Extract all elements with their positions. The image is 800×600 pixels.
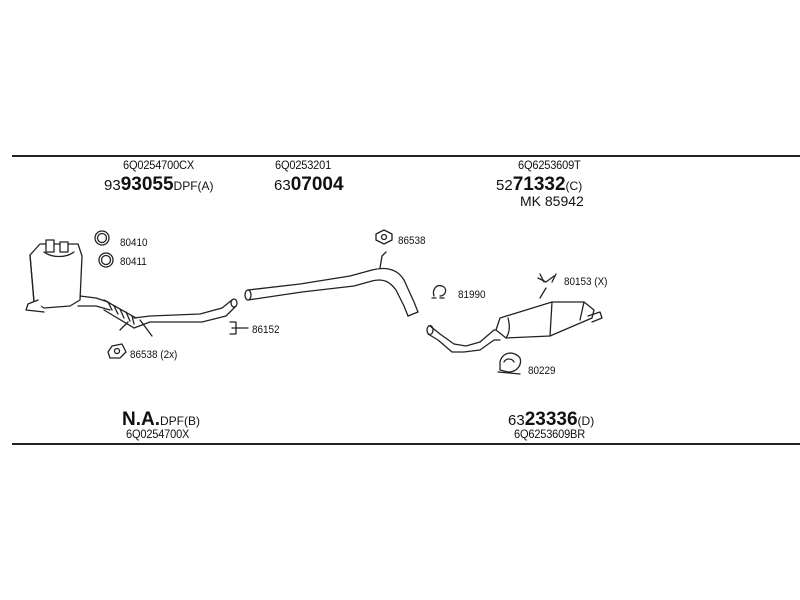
middle-pipe-part bbox=[244, 251, 419, 317]
part-number-6q6253609t: 6Q6253609T bbox=[518, 158, 581, 172]
part-number-6q0254700cx: 6Q0254700CX bbox=[123, 158, 195, 172]
ref-main: 93055 bbox=[120, 174, 174, 195]
gasket-ring-80411 bbox=[98, 252, 114, 268]
hanger-80229 bbox=[497, 352, 522, 375]
ref-prefix: 63 bbox=[508, 412, 525, 429]
ref-93055: 9393055055DPF(A) bbox=[104, 174, 214, 196]
hanger-81990 bbox=[431, 284, 447, 299]
label-81990: 81990 bbox=[458, 289, 486, 301]
part-number-6q0254700x: 6Q0254700X bbox=[126, 427, 190, 441]
ref-na-dpf-b: N.A.DPF(B) bbox=[122, 409, 200, 431]
label-80153: 80153 (X) bbox=[564, 276, 608, 288]
ref-prefix: 52 bbox=[496, 177, 513, 194]
ref-71332: 5271332(C) bbox=[496, 174, 582, 196]
label-80411: 80411 bbox=[120, 256, 147, 268]
ref-mk-85942: MK 85942 bbox=[520, 193, 584, 209]
label-80410: 80410 bbox=[120, 237, 148, 249]
label-86152: 86152 bbox=[252, 324, 280, 336]
ref-suffix: DPF(B) bbox=[160, 414, 200, 428]
hanger-80153 bbox=[537, 273, 557, 283]
ref-suffix: (D) bbox=[577, 414, 595, 428]
clamp-86538-top bbox=[375, 229, 393, 245]
gasket-ring-80410 bbox=[94, 230, 110, 246]
dpf-catalyst-part bbox=[25, 239, 238, 337]
label-86538: 86538 bbox=[398, 235, 426, 247]
ref-07004: 6307004 bbox=[274, 174, 344, 196]
ref-main: 07004 bbox=[290, 174, 344, 195]
ref-main: 23336 bbox=[524, 409, 578, 430]
ref-suffix: DPF(A) bbox=[173, 179, 214, 193]
clamp-86538-2x bbox=[107, 343, 127, 359]
ref-prefix: 63 bbox=[274, 177, 291, 194]
part-number-6q0253201: 6Q0253201 bbox=[275, 158, 332, 172]
ref-23336: 6323336(D) bbox=[508, 409, 594, 431]
ref-main: N.A. bbox=[122, 409, 160, 430]
top-divider bbox=[12, 155, 800, 157]
part-number-6q6253609br: 6Q6253609BR bbox=[514, 427, 586, 441]
ref-main: 71332 bbox=[512, 174, 566, 195]
ref-suffix: (C) bbox=[565, 179, 583, 193]
rear-muffler-part bbox=[426, 287, 603, 353]
ref-prefix: 93 bbox=[104, 177, 121, 194]
bottom-divider bbox=[12, 443, 800, 445]
label-80229: 80229 bbox=[528, 365, 556, 377]
bracket-86152 bbox=[229, 321, 249, 335]
label-86538-2x: 86538 (2x) bbox=[130, 349, 178, 361]
